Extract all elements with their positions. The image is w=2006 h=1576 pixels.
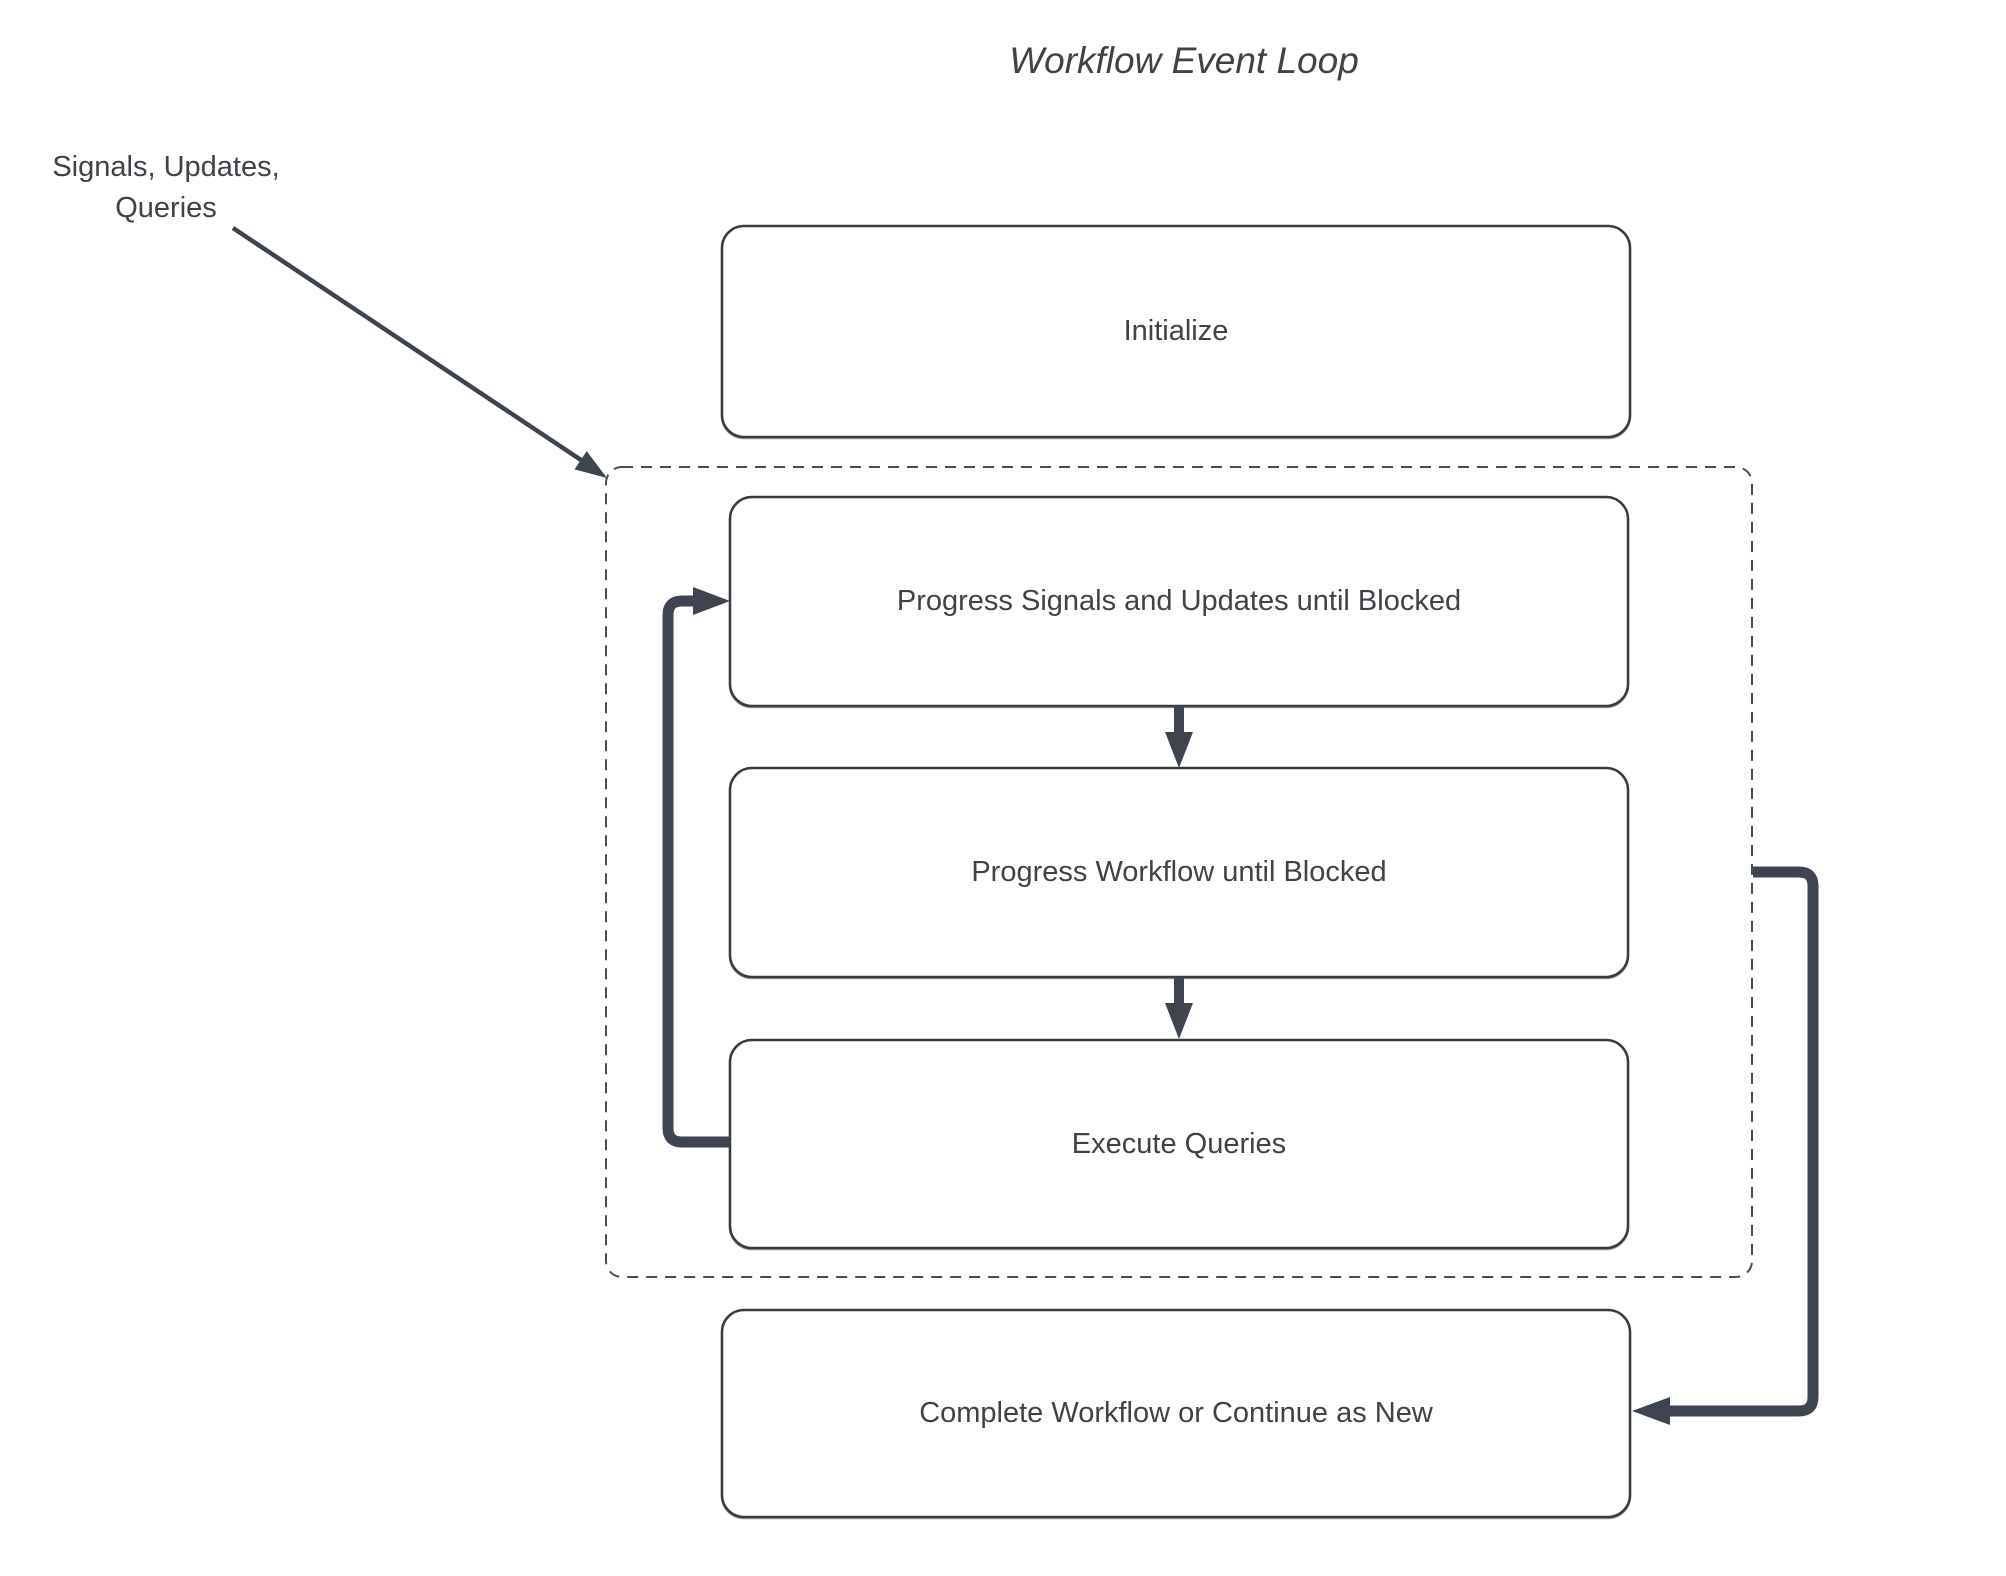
edge-line [662, 595, 730, 1148]
node-progress-workflow: Progress Workflow until Blocked [728, 766, 1630, 979]
node-initialize-label: Initialize [1124, 315, 1229, 347]
node-progress-signals: Progress Signals and Updates until Block… [728, 495, 1630, 708]
edge-line [1670, 866, 1819, 1417]
external-input-line1: Signals, Updates, [52, 151, 279, 183]
edge-loop-to-complete [1632, 866, 1819, 1425]
node-initialize: Initialize [720, 224, 1632, 439]
event-loop-container [605, 466, 1753, 1278]
diagram-title: Workflow Event Loop [1009, 40, 1359, 81]
arrowhead-icon [1632, 1397, 1670, 1425]
node-complete: Complete Workflow or Continue as New [720, 1308, 1632, 1519]
arrowhead-icon [574, 451, 607, 478]
external-input-line2: Queries [115, 192, 217, 224]
node-complete-box [720, 1308, 1632, 1519]
node-complete-label: Complete Workflow or Continue as New [919, 1397, 1434, 1429]
node-progress-workflow-label: Progress Workflow until Blocked [971, 856, 1386, 888]
arrowhead-icon [1165, 732, 1193, 768]
edge-line [231, 226, 583, 462]
node-initialize-box [720, 224, 1632, 439]
edge-external-input-to-loop [231, 226, 607, 478]
edge-workflow-to-queries [1165, 977, 1193, 1039]
node-execute-queries-label: Execute Queries [1072, 1128, 1286, 1160]
edge-queries-loop-back [662, 587, 730, 1148]
arrowhead-icon [693, 587, 730, 615]
node-execute-queries: Execute Queries [728, 1038, 1630, 1250]
edge-signals-to-workflow [1165, 706, 1193, 768]
node-progress-signals-label: Progress Signals and Updates until Block… [897, 585, 1461, 617]
arrowhead-icon [1165, 1003, 1193, 1039]
external-input-label: Signals, Updates, Queries [52, 151, 279, 224]
